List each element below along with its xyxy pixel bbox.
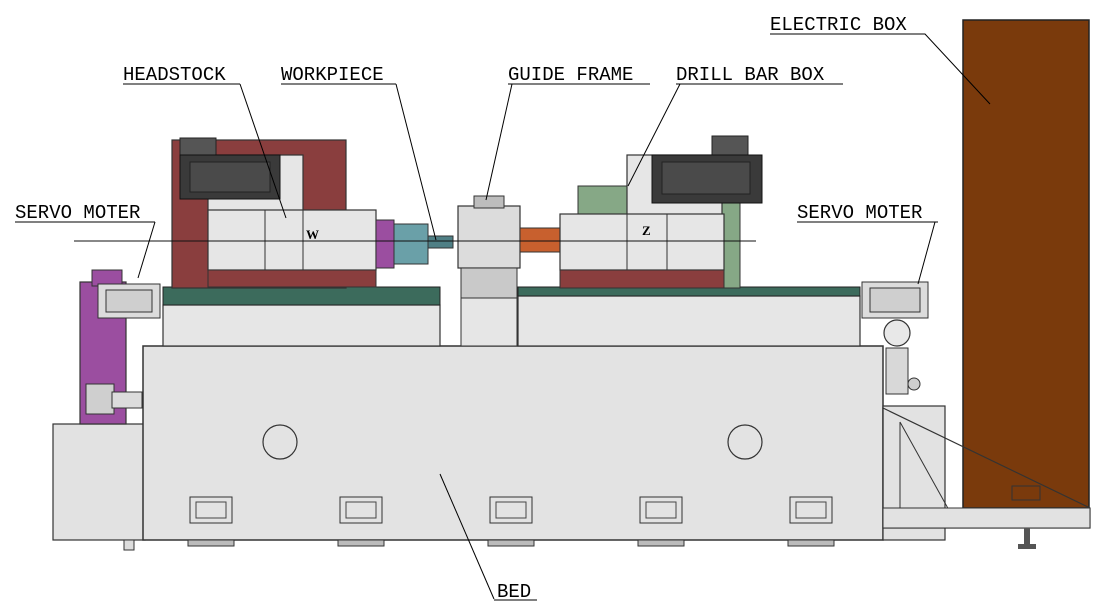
axis-marker-w: W [306, 227, 319, 242]
servo-motor-left [97, 283, 161, 319]
servo-motor-right [861, 281, 929, 319]
electric-box-label: ELECTRIC BOX [770, 14, 907, 36]
pressure-gauge [883, 319, 921, 395]
servo-column-left [79, 269, 143, 425]
guide-slabs [162, 295, 861, 347]
drill-motor [651, 135, 763, 204]
leveling-feet [187, 539, 835, 547]
guide-frame [457, 195, 521, 347]
bed-label: BED [497, 581, 531, 603]
guide-frame-label: GUIDE FRAME [508, 64, 633, 86]
electric-box [962, 19, 1090, 509]
work-spindle [375, 219, 454, 269]
workpiece-label: WORKPIECE [281, 64, 384, 86]
axis-marker-z: Z [642, 223, 651, 238]
headstock-motor [179, 137, 281, 200]
left-base [52, 423, 146, 551]
drill-bar-box-label: DRILL BAR BOX [676, 64, 825, 86]
right-base [882, 405, 1091, 549]
headstock-label: HEADSTOCK [123, 64, 226, 86]
servo-motor-left-label: SERVO MOTER [15, 202, 140, 224]
servo-motor-right-label: SERVO MOTER [797, 202, 922, 224]
bed-body [142, 345, 884, 541]
callout-labels: ELECTRIC BOX HEADSTOCK WORKPIECE GUIDE F… [15, 14, 938, 603]
drill-chuck [519, 227, 563, 253]
